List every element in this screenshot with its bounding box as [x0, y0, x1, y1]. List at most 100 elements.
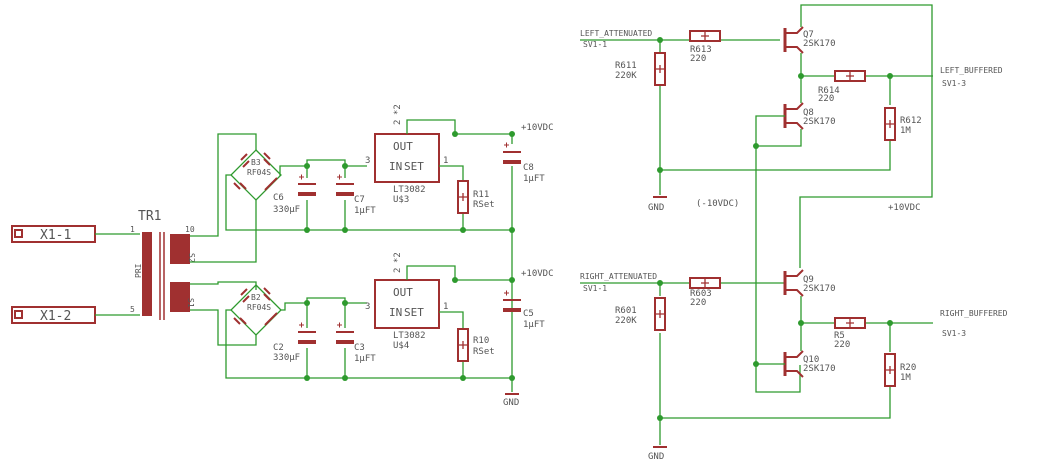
pin-label: 3 — [365, 156, 370, 166]
res-value: 220 — [690, 298, 706, 308]
jfet-q10 — [783, 349, 805, 379]
cap-value: 1µFT — [354, 354, 376, 364]
resistor-r20 — [884, 353, 896, 387]
res-name: R612 — [900, 116, 922, 126]
resistor-r611 — [654, 52, 666, 86]
jfet-q9 — [783, 268, 805, 298]
res-name: R613 — [690, 45, 712, 55]
res-name: R20 — [900, 363, 916, 373]
pin-label: 10 — [185, 225, 195, 234]
cap-value: 1µFT — [523, 320, 545, 330]
pin-label: 1 — [443, 156, 448, 166]
connector-label: X1-2 — [40, 309, 71, 324]
pin-label: 2 — [393, 120, 403, 125]
res-value: 1M — [900, 126, 911, 136]
net-label-output: RIGHT_BUFFERED — [940, 309, 1008, 318]
cap-name: C2 — [273, 343, 284, 353]
cap-name: C6 — [273, 193, 284, 203]
resistor-r601 — [654, 297, 666, 331]
rail-label-neg: (-10VDC) — [696, 199, 739, 209]
ground-label: GND — [648, 452, 664, 462]
cap-value: 1µFT — [354, 206, 376, 216]
bridge-b2: B2 RF04S — [230, 284, 282, 336]
net-pin: SV1-3 — [942, 329, 966, 338]
regulator-u4: OUT IN SET 3 1 2 *2 LT3082 U$4 — [365, 252, 448, 351]
res-name: R601 — [615, 306, 637, 316]
reg-pin-in: IN — [389, 306, 402, 319]
resistor-r613 — [689, 30, 721, 42]
cap-name: C8 — [523, 163, 534, 173]
bridge-value: RF04S — [247, 303, 271, 312]
res-value: RSet — [473, 200, 495, 210]
reg-part: LT3082 — [393, 331, 426, 341]
left-channel-buffer: LEFT_ATTENUATED SV1-1 R613 220 R611 220K… — [580, 4, 1003, 393]
right-channel-buffer: RIGHT_ATTENUATED SV1-1 R603 220 R601 220… — [580, 268, 1008, 462]
rail-label-pos: +10VDC — [888, 203, 921, 213]
cap-name: C7 — [354, 195, 365, 205]
net-pin: SV1-3 — [942, 79, 966, 88]
reg-part: LT3082 — [393, 185, 426, 195]
rail-label: +10VDC — [521, 123, 554, 133]
cap-value: 1µFT — [523, 174, 545, 184]
connector-x1-2[interactable]: X1-2 — [11, 306, 96, 324]
reg-pin-out: OUT — [393, 286, 413, 299]
jfet-q8 — [783, 101, 805, 131]
rail-label: +10VDC — [521, 269, 554, 279]
reg-pin-set: SET — [404, 160, 424, 173]
bridge-value: RF04S — [247, 168, 271, 177]
jfet-name: Q7 — [803, 30, 814, 40]
ground-label: GND — [648, 203, 664, 213]
power-supply: X1-1 X1-2 TR1 1 5 10 PRI S2 S1 B3 RF04S … — [11, 104, 554, 408]
res-name: R11 — [473, 190, 489, 200]
res-value: 1M — [900, 373, 911, 383]
bridge-b3: B3 RF04S — [230, 149, 282, 201]
resistor-r614 — [834, 70, 866, 82]
jfet-q7 — [783, 25, 805, 55]
jfet-value: 2SK170 — [803, 364, 836, 374]
primary-label: PRI — [134, 263, 143, 278]
ground-label: GND — [503, 398, 519, 408]
reg-pin-set: SET — [404, 306, 424, 319]
res-value: 220 — [818, 94, 834, 104]
net-label-input: RIGHT_ATTENUATED — [580, 272, 657, 281]
secondary-label: S1 — [186, 298, 195, 308]
net-label-input: LEFT_ATTENUATED — [580, 29, 652, 38]
capacitor-c8 — [502, 141, 522, 165]
pin-label: 3 — [365, 302, 370, 312]
net-label-output: LEFT_BUFFERED — [940, 66, 1003, 75]
pin-label: 2 — [393, 268, 403, 273]
resistor-r603 — [689, 277, 721, 289]
cap-name: C5 — [523, 309, 534, 319]
res-name: R603 — [690, 289, 712, 299]
resistor-r612 — [884, 107, 896, 141]
resistor-r11 — [457, 180, 469, 214]
pin-label: 5 — [130, 305, 135, 314]
regulator-u3: OUT IN SET 3 1 2 *2 LT3082 U$3 — [365, 104, 448, 205]
resistor-r5 — [834, 317, 866, 329]
res-value: 220K — [615, 71, 637, 81]
cap-value: 330µF — [273, 353, 300, 363]
res-value: 220 — [834, 340, 850, 350]
bridge-name: B2 — [251, 293, 261, 302]
res-value: 220 — [690, 54, 706, 64]
connector-x1-1[interactable]: X1-1 — [11, 225, 96, 243]
transformer-name: TR1 — [138, 209, 161, 224]
jfet-name: Q8 — [803, 108, 814, 118]
cap-value: 330µF — [273, 205, 300, 215]
transformer-tr1: TR1 1 5 10 PRI S2 S1 — [130, 209, 196, 320]
res-value: RSet — [473, 347, 495, 357]
jfet-value: 2SK170 — [803, 117, 836, 127]
res-name: R611 — [615, 61, 637, 71]
res-name: R10 — [473, 336, 489, 346]
res-name: R5 — [834, 331, 845, 341]
pin-label: 1 — [130, 225, 135, 234]
reg-name: U$3 — [393, 195, 409, 205]
jfet-name: Q10 — [803, 355, 819, 365]
jfet-value: 2SK170 — [803, 39, 836, 49]
junctions — [304, 131, 515, 381]
pin-label: *2 — [393, 252, 403, 263]
net-pin: SV1-1 — [583, 40, 607, 49]
bridge-name: B3 — [251, 158, 261, 167]
connector-label: X1-1 — [40, 228, 71, 243]
